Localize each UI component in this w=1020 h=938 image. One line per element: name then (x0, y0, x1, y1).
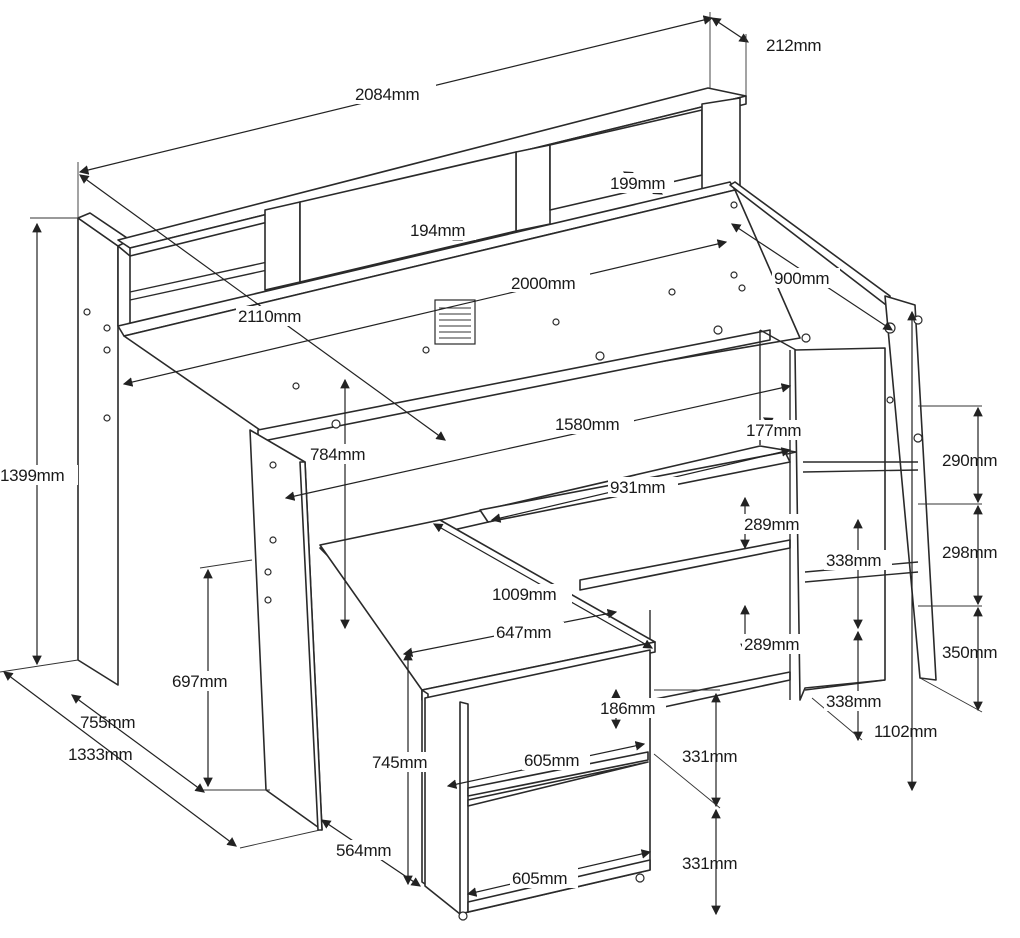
shelf-divider-2 (515, 144, 551, 232)
shelf-divider-1 (264, 201, 301, 291)
shelf-right-end (701, 97, 741, 197)
dim-199: 199mm (610, 174, 665, 193)
dim-350: 350mm (942, 643, 997, 662)
dim-212: 212mm (766, 36, 821, 55)
dim-289-upper: 289mm (744, 515, 799, 534)
dim-290: 290mm (942, 451, 997, 470)
dim-194: 194mm (410, 221, 465, 240)
dim-1580: 1580mm (555, 415, 619, 434)
ladder-rail (884, 295, 937, 681)
dim-289-lower: 289mm (744, 635, 799, 654)
castor-wheel (635, 873, 645, 883)
dimension-labels: 2084mm 212mm 199mm 194mm 2000mm 900mm 21… (0, 36, 998, 888)
dim-1399: 1399mm (0, 466, 64, 485)
dim-605-upper: 605mm (524, 751, 579, 770)
dim-755: 755mm (80, 713, 135, 732)
dim-1102: 1102mm (874, 722, 937, 741)
loft-bed-drawing (77, 87, 937, 921)
dim-298: 298mm (942, 543, 997, 562)
dim-2084: 2084mm (355, 85, 419, 104)
dim-331-upper: 331mm (682, 747, 737, 766)
vent-grille (434, 299, 476, 345)
dim-564: 564mm (336, 841, 391, 860)
bookcase-shelf-1-edge (802, 469, 919, 473)
dim-900: 900mm (774, 269, 829, 288)
dim-931: 931mm (610, 478, 665, 497)
castor-wheel (458, 911, 468, 921)
dim-605-lower: 605mm (512, 869, 567, 888)
dim-745: 745mm (372, 753, 427, 772)
dim-1009: 1009mm (492, 585, 556, 604)
dim-338-lower: 338mm (826, 692, 881, 711)
top-shelf-back (117, 245, 131, 331)
dim-186: 186mm (600, 699, 655, 718)
bookcase-bottom (804, 679, 886, 691)
dim-647: 647mm (496, 623, 551, 642)
dim-1333: 1333mm (68, 745, 132, 764)
dim-2110: 2110mm (238, 307, 301, 326)
dim-331-lower: 331mm (682, 854, 737, 873)
dim-177: 177mm (746, 421, 801, 440)
dim-697: 697mm (172, 672, 227, 691)
middle-shelf-2 (649, 671, 791, 711)
middle-column-top (759, 329, 797, 351)
dim-784: 784mm (310, 445, 365, 464)
left-end-panel (77, 217, 119, 686)
dim-338-upper: 338mm (826, 551, 881, 570)
dim-2000: 2000mm (511, 274, 575, 293)
middle-shelf-1 (579, 539, 791, 591)
rolling-cabinet-front-panel (459, 701, 469, 915)
